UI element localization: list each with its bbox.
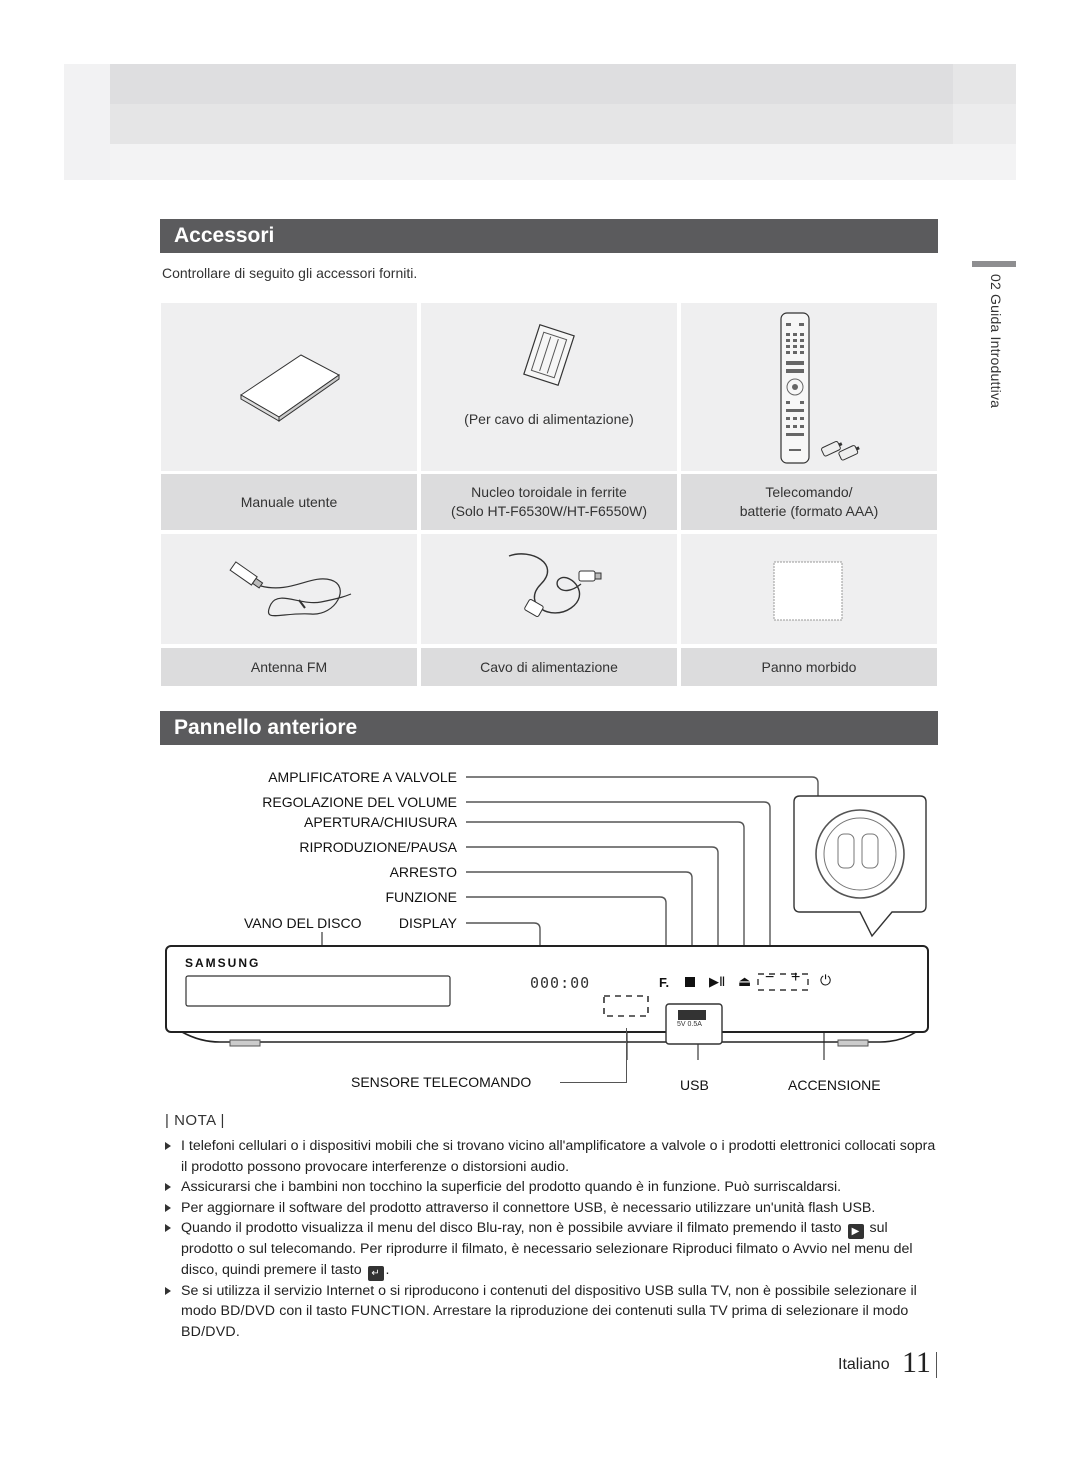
label-antenna: Antenna FM [161,648,417,686]
sensore-leader-v [626,1028,628,1083]
remote-control-icon [780,312,860,464]
nota-item: Assicurarsi che i bambini non tocchino l… [163,1177,943,1198]
tube-amp-zoom-bubble [793,795,927,938]
bullet-arrow-icon [165,1183,171,1191]
play-key-icon: ▶ [847,1224,864,1239]
chapter-label: 02 Guida Introduttiva [988,274,1004,409]
label-ferrite: Nucleo toroidale in ferrite (Solo HT-F65… [421,474,677,530]
nota-item: Quando il prodotto visualizza il menu de… [163,1218,943,1281]
power-icon: ⏻ [820,972,832,988]
bullet-arrow-icon [165,1286,171,1295]
label-remote: Telecomando/ batterie (formato AAA) [681,474,937,530]
stop-icon [685,977,695,987]
eject-icon: ⏏ [738,973,752,989]
pannello-heading: Pannello anteriore [160,711,938,745]
sensore-leader [560,1082,626,1084]
label-sensore: SENSORE TELECOMANDO [351,1074,532,1090]
samsung-logo: SAMSUNG [185,956,261,970]
main-unit [165,945,929,1047]
callout-display: DISPLAY [398,915,457,931]
label-usb: USB [680,1077,709,1093]
fm-antenna-icon [229,561,352,617]
enter-key-icon: ↵ [367,1265,384,1281]
power-cable-icon [508,553,602,617]
cell-cloth-image [681,534,937,644]
callout-apertura: APERTURA/CHIUSURA [304,814,457,830]
ferrite-caption: (Per cavo di alimentazione) [464,411,634,427]
nota-item: Se si utilizza il servizio Internet o si… [163,1281,943,1343]
manual-icon [240,354,340,422]
function-button: F. [659,975,670,990]
cell-antenna-image [161,534,417,644]
nota-heading: | NOTA | [165,1112,225,1129]
callout-amplificatore: AMPLIFICATORE A VALVOLE [268,769,457,785]
front-panel-diagram [165,776,929,1060]
batteries-icon [821,441,860,461]
play-pause-icon: ▶Ⅱ [709,974,726,989]
label-accensione: ACCENSIONE [788,1077,881,1093]
bullet-arrow-icon [165,1203,171,1212]
cell-ferrite-image: (Per cavo di alimentazione) [421,303,677,471]
chapter-tab-marker [972,261,1016,267]
callout-arresto: ARRESTO [389,864,457,880]
volume-plus-icon: + [791,969,801,986]
accessori-heading: Accessori [160,219,938,253]
ferrite-core-icon [523,323,575,387]
callout-volume: REGOLAZIONE DEL VOLUME [262,794,457,810]
page-number: 11 [902,1346,931,1379]
header-band-inner-left [64,64,110,180]
volume-minus-icon: − [765,969,775,986]
callout-vano: VANO DEL DISCO [244,915,362,931]
header-band-bottom [64,144,1016,180]
label-powercord: Cavo di alimentazione [421,648,677,686]
accessori-intro: Controllare di seguito gli accessori for… [162,265,418,281]
footer-divider [936,1352,937,1378]
callout-funzione: FUNZIONE [385,889,457,905]
bullet-arrow-icon [165,1142,171,1150]
usb-port-text: 5V 0.5A [677,1021,702,1028]
header-band-inner-mid2 [110,104,953,144]
cell-manual-image [161,303,417,471]
nota-list: I telefoni cellulari o i dispositivi mob… [163,1136,943,1342]
nota-item: I telefoni cellulari o i dispositivi mob… [163,1136,943,1177]
cell-powercord-image [421,534,677,644]
footer-language: Italiano [838,1356,890,1373]
callout-riproduzione: RIPRODUZIONE/PAUSA [299,839,457,855]
label-cloth: Panno morbido [681,648,937,686]
display-readout: 000:00 [530,974,591,992]
nota-item: Per aggiornare il software del prodotto … [163,1198,943,1219]
cleaning-cloth-icon [773,561,843,621]
label-manual: Manuale utente [161,474,417,530]
cell-remote-image [681,303,937,471]
bullet-arrow-icon [165,1224,171,1232]
